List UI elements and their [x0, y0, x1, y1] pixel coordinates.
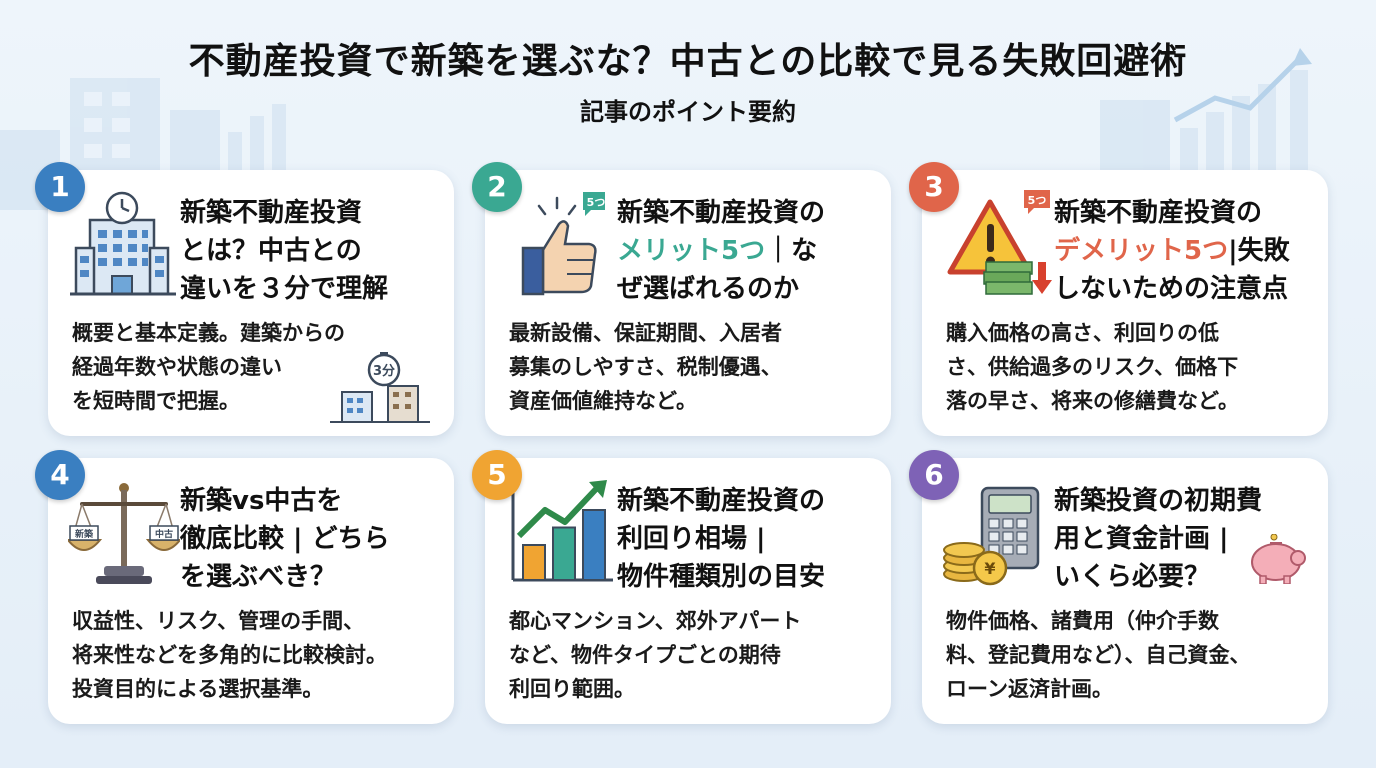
card-1-title-line-2: とは？中古との: [180, 236, 362, 266]
card-3-title-highlight: デメリット5つ: [1054, 236, 1229, 266]
card-6-body-line-2: 料、登記費用など）、自己資金、: [946, 643, 1251, 667]
card-5-title-line-3: 物件種類別の目安: [617, 562, 826, 592]
scale-right-label: 中古: [155, 528, 173, 540]
speech-bubble-label: 5つ: [1028, 194, 1047, 207]
card-5-body-line-2: など、物件タイプごとの期待: [509, 643, 781, 667]
scale-left-label: 新築: [75, 528, 94, 540]
stopwatch-label: 3分: [373, 363, 395, 379]
card-4-title-line-2: 徹底比較 | どちら: [180, 524, 390, 554]
piggy-bank-icon: [1251, 534, 1306, 584]
card-2-title-suffix: ｜な: [765, 236, 818, 266]
card-4-body-line-3: 投資目的による選択基準。: [72, 677, 324, 701]
card-2-number-badge: 2: [472, 162, 522, 212]
card-4-number-badge: 4: [35, 450, 85, 500]
bar-1: [522, 544, 546, 581]
card-1: 新築不動産投資 とは？中古との 違いを３分で理解 概要と基本定義。建築からの 経…: [48, 170, 454, 436]
card-3: 5つ 新築不動産投資の デメリット5つ|失敗 しないための注意点 購入価格の高さ…: [922, 170, 1328, 436]
rising-bar-chart-icon: [511, 480, 613, 582]
card-1-body-line-2: 経過年数や状態の違い: [72, 355, 282, 379]
card-4-body-line-1: 収益性、リスク、管理の手間、: [72, 609, 365, 633]
page-subtitle: 記事のポイント要約: [580, 98, 796, 126]
card-4-title-line-3: を選ぶべき？: [180, 562, 337, 592]
card-6: ¥ 新築投資の初期費 用と資金計画 | いくら必要？ 物件価格、諸費用（仲介手数…: [922, 458, 1328, 724]
calculator-coins-piggybank-icon: ¥: [943, 486, 1040, 586]
card-4-body-line-2: 将来性などを多角的に比較検討。: [72, 643, 387, 667]
thumbs-up-icon: 5つ: [521, 192, 606, 296]
card-2-body-line-2: 募集のしやすさ、税制優遇、: [509, 355, 782, 379]
card-5-number-badge: 5: [472, 450, 522, 500]
bar-3: [582, 509, 606, 581]
card-5-title-line-1: 新築不動産投資の: [617, 486, 826, 516]
card-1-body-line-3: を短時間で把握。: [72, 389, 240, 413]
card-2-body-line-3: 資産価値維持など。: [509, 389, 697, 413]
card-6-number-badge: 6: [909, 450, 959, 500]
card-6-body-line-3: ローン返済計画。: [946, 677, 1113, 701]
card-4: 新築 中古 新築vs中古を 徹底比較 | どちら を選ぶべき？ 収益性、リスク、…: [48, 458, 454, 724]
card-2-title-line-1: 新築不動産投資の: [617, 198, 826, 228]
speech-bubble-label: 5つ: [587, 196, 606, 209]
card-5-body-line-1: 都心マンション、郊外アパート: [509, 609, 802, 633]
card-3-body-line-3: 落の早さ、将来の修繕費など。: [946, 389, 1239, 413]
balance-scale-icon: 新築 中古: [68, 483, 180, 584]
card-1-number-badge: 1: [35, 162, 85, 212]
card-6-body-line-1: 物件価格、諸費用（仲介手数: [946, 609, 1219, 633]
card-6-title-line-3: いくら必要？: [1054, 562, 1211, 592]
card-5-title-line-2: 利回り相場 |: [617, 524, 766, 554]
card-3-number-badge: 3: [909, 162, 959, 212]
card-2-title-line-3: ぜ選ばれるのか: [617, 274, 800, 304]
office-building-clock-icon: [70, 191, 176, 296]
card-2: 5つ 新築不動産投資の メリット5つ｜な ぜ選ばれるのか 最新設備、保証期間、入…: [485, 170, 891, 436]
card-3-title-line-3: しないための注意点: [1054, 274, 1289, 304]
card-5: 新築不動産投資の 利回り相場 | 物件種類別の目安 都心マンション、郊外アパート…: [485, 458, 891, 724]
stopwatch-icon: 3分: [330, 352, 430, 423]
page-title: 不動産投資で新築を選ぶな？中古との比較で見る失敗回避術: [188, 41, 1188, 82]
bar-2: [552, 526, 576, 581]
card-1-title-line-3: 違いを３分で理解: [180, 274, 389, 304]
card-1-body-line-1: 概要と基本定義。建築からの: [72, 321, 345, 345]
card-3-title-line-1: 新築不動産投資の: [1054, 198, 1263, 228]
card-6-title-line-1: 新築投資の初期費: [1054, 486, 1263, 516]
card-2-body-line-1: 最新設備、保証期間、入居者: [509, 321, 782, 345]
card-3-body-line-2: さ、供給過多のリスク、価格下: [946, 355, 1239, 379]
card-1-title-line-1: 新築不動産投資: [180, 198, 363, 228]
card-3-title-suffix: |失敗: [1228, 236, 1290, 266]
card-4-title-line-1: 新築vs中古を: [180, 486, 343, 516]
card-5-body-line-3: 利回り範囲。: [509, 677, 635, 701]
warning-money-icon: 5つ: [947, 190, 1052, 295]
coin-yen-symbol: ¥: [984, 559, 995, 578]
card-6-title-line-2: 用と資金計画 |: [1054, 524, 1229, 554]
card-3-body-line-1: 購入価格の高さ、利回りの低: [946, 321, 1219, 345]
card-2-title-highlight: メリット5つ: [617, 236, 766, 266]
